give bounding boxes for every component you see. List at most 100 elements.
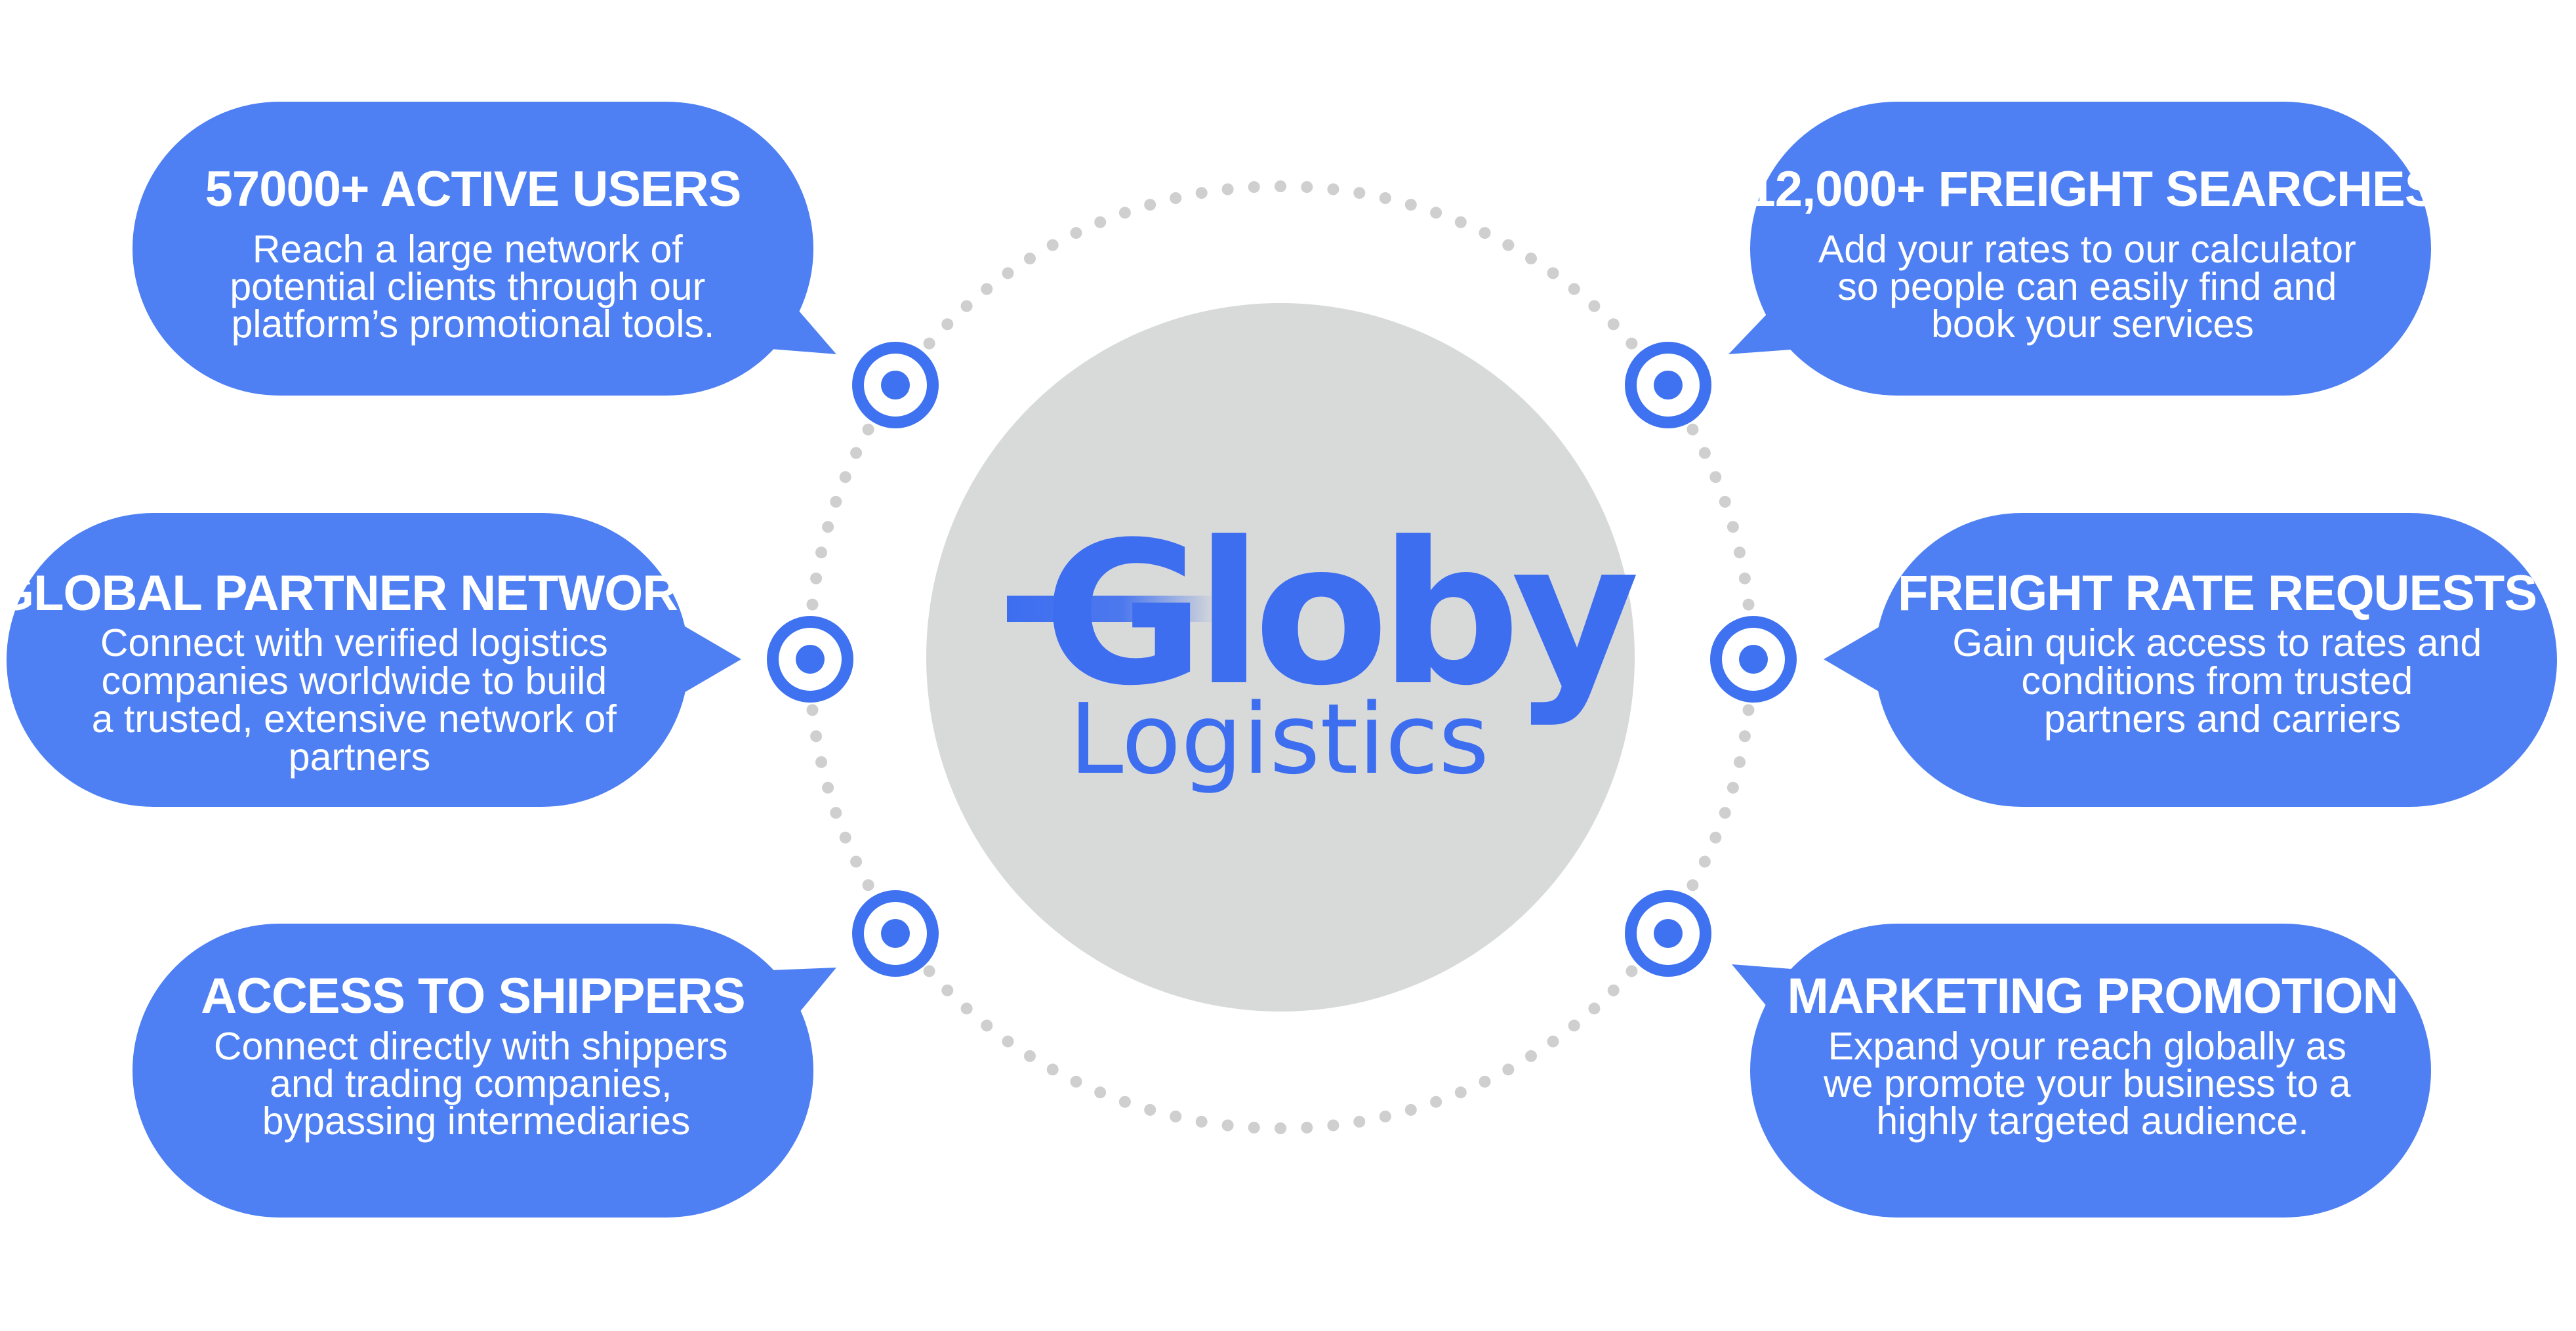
orbit-dot — [1502, 239, 1515, 251]
orbit-dot — [1170, 192, 1182, 204]
feature-title: ACCESS TO SHIPPERS — [201, 968, 745, 1024]
orbit-dot — [1248, 1121, 1260, 1134]
orbit-dot — [1709, 831, 1722, 844]
feature-bubble-active-users: 57000+ ACTIVE USERS Reach a large networ… — [133, 102, 836, 396]
feature-description: Reach a large network of potential clien… — [230, 228, 716, 346]
orbit-dot — [1353, 1115, 1366, 1128]
orbit-dot — [806, 598, 819, 611]
feature-description: Connect with verified logistics companie… — [92, 621, 628, 779]
orbit-dot — [810, 730, 823, 743]
orbit-dot — [1738, 572, 1751, 584]
orbit-dot — [1070, 227, 1082, 239]
orbit-dot — [1625, 337, 1638, 350]
bubble-pointer — [754, 282, 836, 354]
logo-name: Globy — [1043, 500, 1637, 729]
orbit-dot — [1687, 879, 1699, 891]
orbit-dot — [1719, 495, 1731, 508]
bubble-pointer — [1728, 282, 1817, 354]
feature-bubble-access-to-shippers: ACCESS TO SHIPPERS Connect directly with… — [133, 924, 836, 1218]
globy-logo: Globy Logistics — [1007, 500, 1646, 796]
orbit-dot — [1024, 253, 1036, 265]
orbit-dot — [1547, 1035, 1559, 1048]
orbit-dot — [1742, 598, 1755, 611]
orbit-dot — [1094, 1086, 1107, 1099]
feature-bubble-freight-searches: 12,000+ FREIGHT SEARCHES Add your rates … — [1728, 102, 2438, 396]
feature-title: GLOBAL PARTNER NETWORK — [0, 565, 714, 621]
orbit-dot — [1144, 199, 1156, 211]
bubble-shape — [133, 924, 813, 1218]
orbit-dot — [1301, 1121, 1313, 1134]
orbit-dot — [1002, 1035, 1014, 1048]
orbit-dot — [1118, 207, 1131, 219]
orbit-dot — [1734, 756, 1746, 768]
orbit-dot — [1607, 984, 1620, 996]
bubble-shape — [1750, 924, 2431, 1218]
bubble-pointer — [663, 613, 741, 705]
orbit-dot — [1698, 855, 1711, 868]
orbit-dot — [1588, 1002, 1601, 1015]
feature-description: Add your rates to our calculator so peop… — [1818, 228, 2367, 346]
orbit-dot — [1327, 1119, 1339, 1132]
orbit-dot — [839, 831, 851, 844]
orbit-dot — [1454, 1086, 1467, 1099]
orbit-dot — [1742, 704, 1755, 716]
orbit-dot — [850, 855, 863, 868]
feature-description: Connect directly with shippers and tradi… — [214, 1025, 739, 1143]
orbit-dot — [1547, 267, 1559, 279]
bubble-pointer — [754, 968, 836, 1043]
target-marker-icon — [1625, 342, 1711, 428]
orbit-dot — [1195, 1115, 1208, 1128]
orbit-dot — [1727, 781, 1739, 794]
bubble-pointer — [1824, 613, 1902, 705]
orbit-dot — [839, 471, 851, 483]
orbit-dot — [1170, 1111, 1182, 1122]
orbit-dot — [1195, 187, 1208, 199]
target-marker-icon — [1710, 616, 1797, 703]
orbit-dot — [1024, 1050, 1036, 1062]
center-circle — [926, 303, 1635, 1012]
orbit-dot — [822, 521, 834, 533]
orbit-dot — [815, 756, 827, 768]
target-marker-icon — [852, 342, 939, 428]
bubble-pointer — [1732, 964, 1817, 1043]
bubble-shape — [1750, 102, 2431, 396]
logo-subtitle: Logistics — [1069, 683, 1489, 796]
orbit-dot — [1118, 1096, 1131, 1108]
orbit-dot — [1734, 546, 1746, 559]
orbit-dot — [1479, 1075, 1491, 1088]
logo-speed-bar — [1007, 596, 1217, 622]
orbit-dot — [1698, 447, 1711, 459]
orbit-dot — [1719, 807, 1731, 819]
orbit-dot — [1607, 318, 1620, 331]
orbit-dot — [1525, 1050, 1537, 1062]
orbit-dot — [1430, 1096, 1442, 1108]
orbit-dot — [1275, 1122, 1286, 1134]
orbit-dot — [862, 423, 874, 436]
orbit-dot — [850, 447, 863, 459]
orbit-dot — [981, 1019, 993, 1032]
orbit-dot — [1738, 730, 1751, 743]
orbit-dot — [1094, 216, 1107, 228]
orbit-dot — [941, 318, 954, 331]
feature-title: MARKETING PROMOTION — [1788, 968, 2398, 1024]
orbit-dot — [1709, 471, 1722, 483]
orbit-dot — [1404, 199, 1417, 211]
orbit-dot — [1454, 216, 1467, 228]
orbit-dot — [1479, 227, 1491, 239]
orbit-dot — [1275, 180, 1286, 192]
orbit-dot — [1070, 1075, 1082, 1088]
feature-title: FREIGHT RATE REQUESTS — [1898, 565, 2537, 621]
feature-description: Gain quick access to rates and condition… — [1952, 621, 2492, 741]
feature-description: Expand your reach globally as we promote… — [1823, 1025, 2361, 1143]
orbit-dot — [1588, 300, 1601, 312]
orbit-dot — [1502, 1063, 1515, 1076]
orbit-dot — [1727, 521, 1739, 533]
orbit-dot — [1046, 239, 1059, 251]
orbit-dot — [960, 300, 973, 312]
orbit-dot — [830, 807, 842, 819]
orbit-dot — [941, 984, 954, 996]
feature-bubble-marketing-promotion: MARKETING PROMOTION Expand your reach gl… — [1732, 924, 2431, 1218]
orbit-dot — [1327, 183, 1339, 195]
